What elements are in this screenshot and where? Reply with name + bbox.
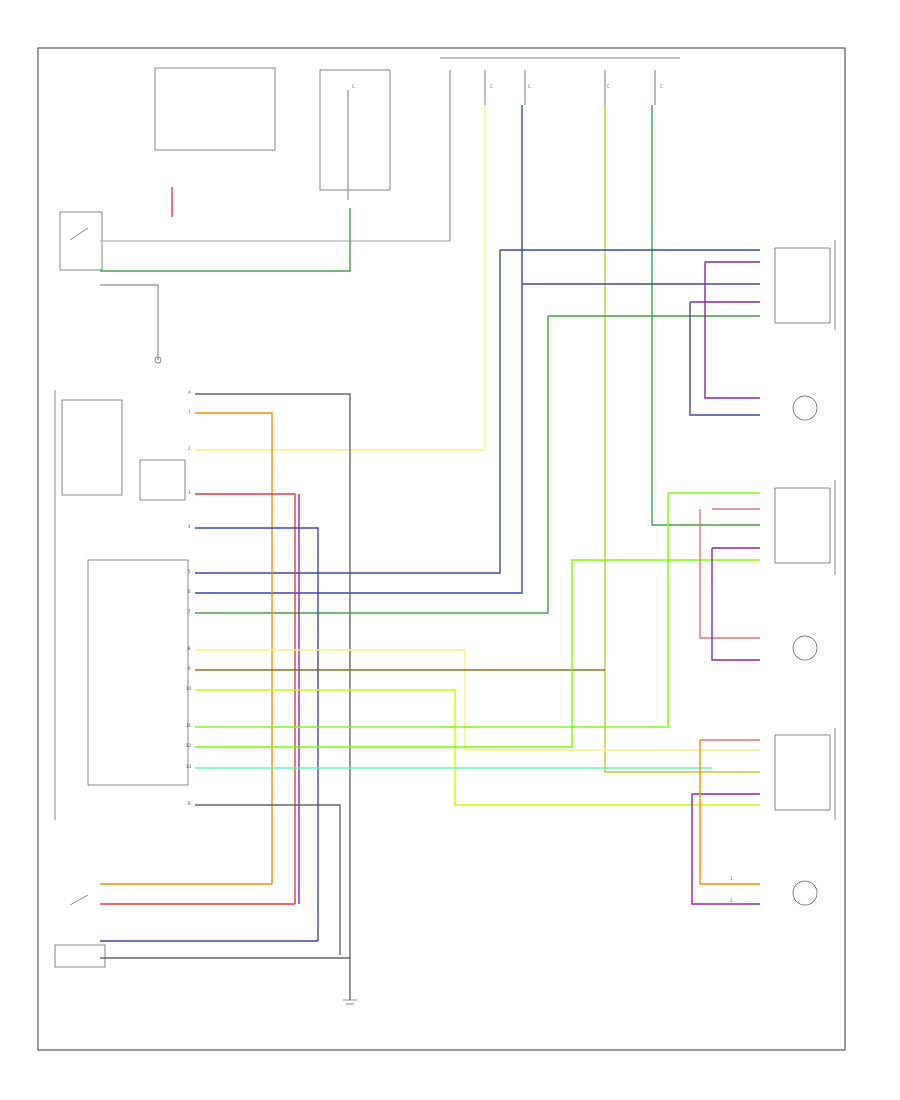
connector-label-20: 1 <box>730 876 733 881</box>
fuse-box-outline <box>154 67 276 151</box>
wire-23 <box>195 393 351 968</box>
connector-label-9: 5 <box>188 569 191 574</box>
diagram-frame <box>37 47 846 1051</box>
connector-label-0: C <box>352 84 355 89</box>
wire-28 <box>195 649 760 751</box>
passenger-switch-contact <box>69 894 89 906</box>
connector-label-5: 1 <box>188 409 191 414</box>
right-front-motor-box <box>774 247 831 324</box>
connector-label-4: C <box>660 84 663 89</box>
left-rear-motor-box <box>774 487 831 564</box>
connector-label-11: 7 <box>188 609 191 614</box>
connector-label-15: 11 <box>186 723 192 728</box>
wire-40 <box>699 740 760 885</box>
left-relay-box <box>139 459 186 501</box>
wire-37 <box>711 548 760 661</box>
wire-21 <box>704 262 760 399</box>
right-rear-motor-box <box>774 734 831 811</box>
left-rear-motor <box>792 635 818 661</box>
connector-label-2: C <box>528 84 531 89</box>
wire-22 <box>689 302 760 416</box>
connector-label-14: 10 <box>186 686 192 691</box>
wire-41 <box>691 794 760 905</box>
wire-15 <box>195 250 501 574</box>
seat-motors-right <box>774 240 836 906</box>
fuse-block-top <box>154 57 680 191</box>
connector-label-3: C <box>607 84 610 89</box>
wire-11 <box>195 105 523 594</box>
connector-label-6: 2 <box>188 446 191 451</box>
wire-36 <box>699 509 760 639</box>
left-switch-box <box>61 399 123 496</box>
connector-label-13: 9 <box>188 666 191 671</box>
connector-label-16: 12 <box>186 743 192 748</box>
wire-27 <box>195 527 319 941</box>
connector-label-7: 3 <box>188 490 191 495</box>
connector-label-19: B <box>188 801 191 806</box>
connector-label-12: 8 <box>188 646 191 651</box>
connector-label-21: 2 <box>730 898 733 903</box>
connector-label-8: 4 <box>188 524 191 529</box>
connector-label-17: 13 <box>186 764 192 769</box>
right-rear-motor <box>792 880 818 906</box>
control-unit <box>54 390 189 820</box>
wire-13 <box>651 105 760 526</box>
connector-label-1: C <box>490 84 493 89</box>
connector-label-18: A <box>188 390 191 395</box>
wire-layer <box>100 70 760 1000</box>
wire-2 <box>100 208 351 272</box>
wire-31 <box>195 492 760 728</box>
wire-3 <box>100 284 159 360</box>
wire-12 <box>604 105 760 773</box>
passenger-switch-box <box>54 944 106 968</box>
relay-box-outline <box>319 69 391 191</box>
wire-10 <box>195 105 486 451</box>
passenger-switch <box>54 894 106 968</box>
switch-contact <box>69 227 89 241</box>
wire-20 <box>195 316 549 614</box>
wire-32 <box>195 559 760 748</box>
right-front-motor <box>792 395 818 421</box>
control-unit-box <box>87 559 189 786</box>
connector-label-10: 6 <box>188 589 191 594</box>
wire-42 <box>195 804 341 955</box>
